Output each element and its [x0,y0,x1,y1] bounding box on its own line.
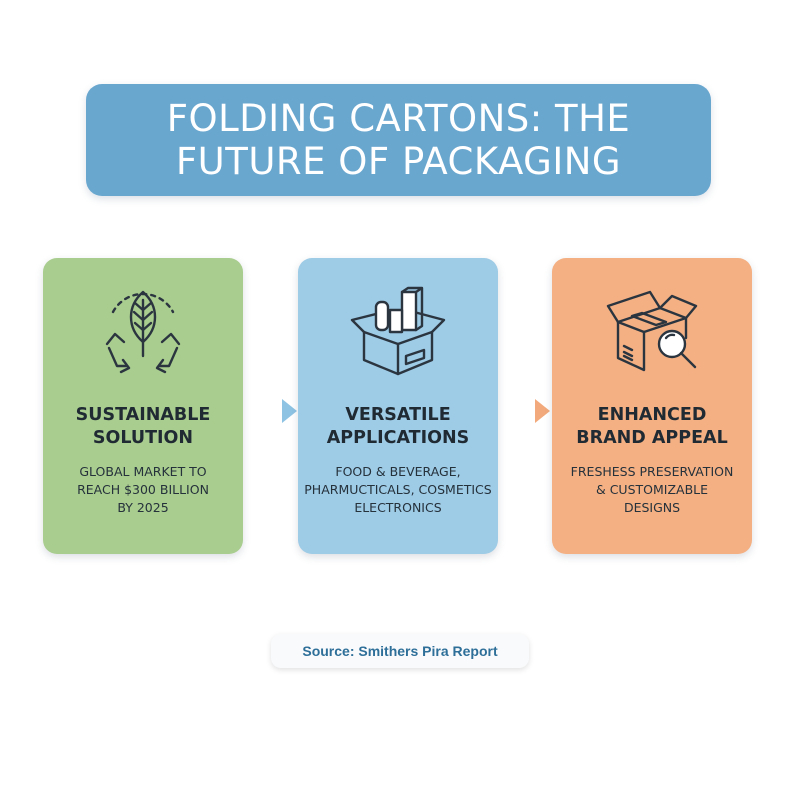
title-line-2: FUTURE OF PACKAGING [175,140,622,183]
heading-line: VERSATILE [345,405,451,425]
heading-line: SUSTAINABLE [75,405,211,425]
text-line: REACH $300 BILLION [77,482,209,497]
arrow-right-icon [282,399,297,423]
heading-line: BRAND APPEAL [576,428,728,448]
text-line: DESIGNS [623,500,681,515]
card-text: FOOD & BEVERAGE, PHARMUCTICALS, COSMETIC… [298,463,498,517]
heading-line: SOLUTION [92,428,194,448]
heading-line: ENHANCED [597,405,707,425]
card-heading: SUSTAINABLE SOLUTION [43,404,243,450]
box-magnifier-icon [602,282,702,382]
leaf-recycle-icon [93,282,193,382]
card-brand-appeal: ENHANCED BRAND APPEAL FRESHESS PRESERVAT… [552,258,752,554]
text-line: & CUSTOMIZABLE [595,482,709,497]
text-line: GLOBAL MARKET TO [79,464,207,479]
card-versatile: VERSATILE APPLICATIONS FOOD & BEVERAGE, … [298,258,498,554]
card-heading: ENHANCED BRAND APPEAL [552,404,752,450]
source-citation: Source: Smithers Pira Report [271,634,529,668]
page-title: FOLDING CARTONS: THE FUTURE OF PACKAGING [86,84,711,196]
card-heading: VERSATILE APPLICATIONS [298,404,498,450]
open-box-products-icon [348,282,448,382]
card-text: GLOBAL MARKET TO REACH $300 BILLION BY 2… [43,463,243,517]
source-text: Source: Smithers Pira Report [302,643,498,659]
text-line: ELECTRONICS [354,500,442,515]
card-text: FRESHESS PRESERVATION & CUSTOMIZABLE DES… [552,463,752,517]
text-line: PHARMUCTICALS, COSMETICS [304,482,492,497]
text-line: FRESHESS PRESERVATION [570,464,734,479]
heading-line: APPLICATIONS [326,428,470,448]
title-line-1: FOLDING CARTONS: THE [166,97,631,140]
card-sustainable: SUSTAINABLE SOLUTION GLOBAL MARKET TO RE… [43,258,243,554]
text-line: FOOD & BEVERAGE, [335,464,461,479]
arrow-right-icon [535,399,550,423]
text-line: BY 2025 [117,500,169,515]
